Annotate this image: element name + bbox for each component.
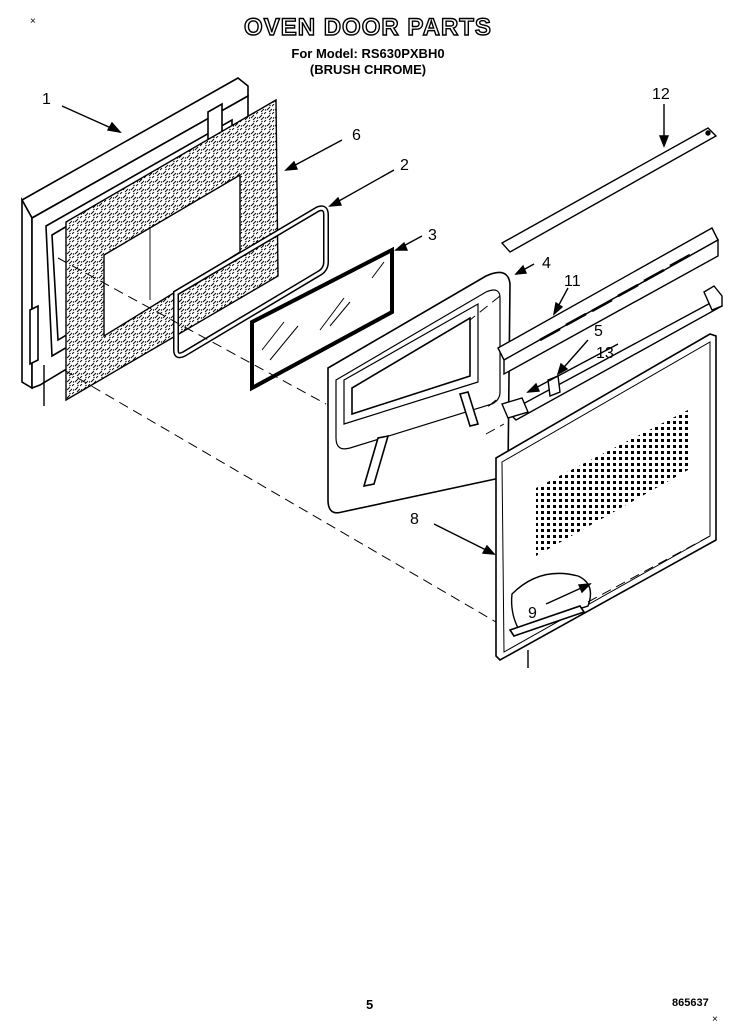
callout-9: 9 <box>528 605 537 622</box>
callout-6: 6 <box>352 127 361 144</box>
window-frame <box>327 271 511 514</box>
model-line: For Model: RS630PXBH0 <box>291 46 445 61</box>
leader-arrows <box>61 104 670 605</box>
diagram-id: 865637 <box>672 997 709 1009</box>
corner-mark: × <box>30 16 36 27</box>
callout-13: 13 <box>596 345 614 362</box>
callout-4: 4 <box>542 255 551 272</box>
callout-2: 2 <box>400 157 409 174</box>
top-trim-strip <box>500 127 718 253</box>
callout-12: 12 <box>652 86 670 103</box>
callout-labels: 1 6 2 3 4 12 11 5 13 8 9 <box>42 86 670 622</box>
assembly-lines <box>57 257 711 623</box>
callout-8: 8 <box>410 511 419 528</box>
glass-pane <box>250 246 394 392</box>
callout-3: 3 <box>428 227 437 244</box>
window-gasket <box>173 205 329 359</box>
callout-5: 5 <box>594 323 603 340</box>
callout-1: 1 <box>42 91 51 108</box>
finish-line: (BRUSH CHROME) <box>309 62 427 77</box>
outer-door-panel <box>495 333 717 668</box>
insulation-blanket <box>65 98 279 402</box>
page-number: 5 <box>366 997 374 1012</box>
vent-channel <box>497 227 719 376</box>
page-title: OVEN DOOR PARTS <box>243 13 492 41</box>
corner-mark-bottom: × <box>712 1014 718 1025</box>
callout-11: 11 <box>564 273 581 290</box>
bracket-strip <box>501 285 724 421</box>
